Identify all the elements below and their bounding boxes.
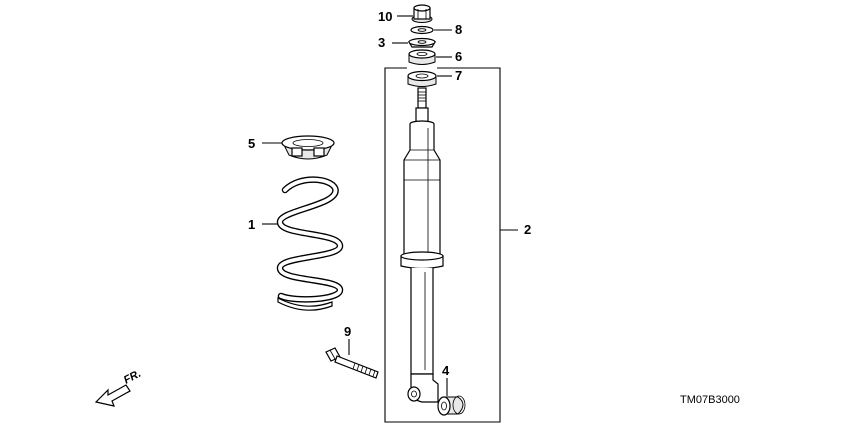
callout-4: 4	[442, 363, 450, 378]
bushing-part[interactable]	[437, 395, 466, 416]
coil-spring-part[interactable]	[276, 176, 344, 311]
callout-1: 1	[248, 217, 255, 232]
mount-rubber-part[interactable]	[408, 49, 436, 65]
callout-9: 9	[344, 324, 351, 339]
callout-5: 5	[248, 136, 255, 151]
callout-3: 3	[378, 35, 385, 50]
bump-stop-part[interactable]	[407, 70, 437, 87]
assembly-bracket	[384, 67, 518, 423]
callout-7: 7	[455, 68, 462, 83]
flange-nut-part[interactable]	[411, 4, 433, 23]
front-direction-indicator: FR.	[94, 368, 143, 407]
callout-10: 10	[378, 9, 392, 24]
direction-label: FR.	[122, 368, 143, 387]
spring-seat-part[interactable]	[281, 135, 335, 160]
bolt-part[interactable]	[325, 347, 379, 379]
diagram-code: TM07B3000	[680, 394, 740, 406]
washer-part[interactable]	[410, 25, 434, 35]
callout-2: 2	[524, 222, 531, 237]
mount-plate-part[interactable]	[407, 37, 437, 48]
callout-8: 8	[455, 22, 462, 37]
shock-absorber-part[interactable]	[400, 87, 444, 403]
callout-6: 6	[455, 49, 462, 64]
arrow-icon	[94, 384, 131, 407]
